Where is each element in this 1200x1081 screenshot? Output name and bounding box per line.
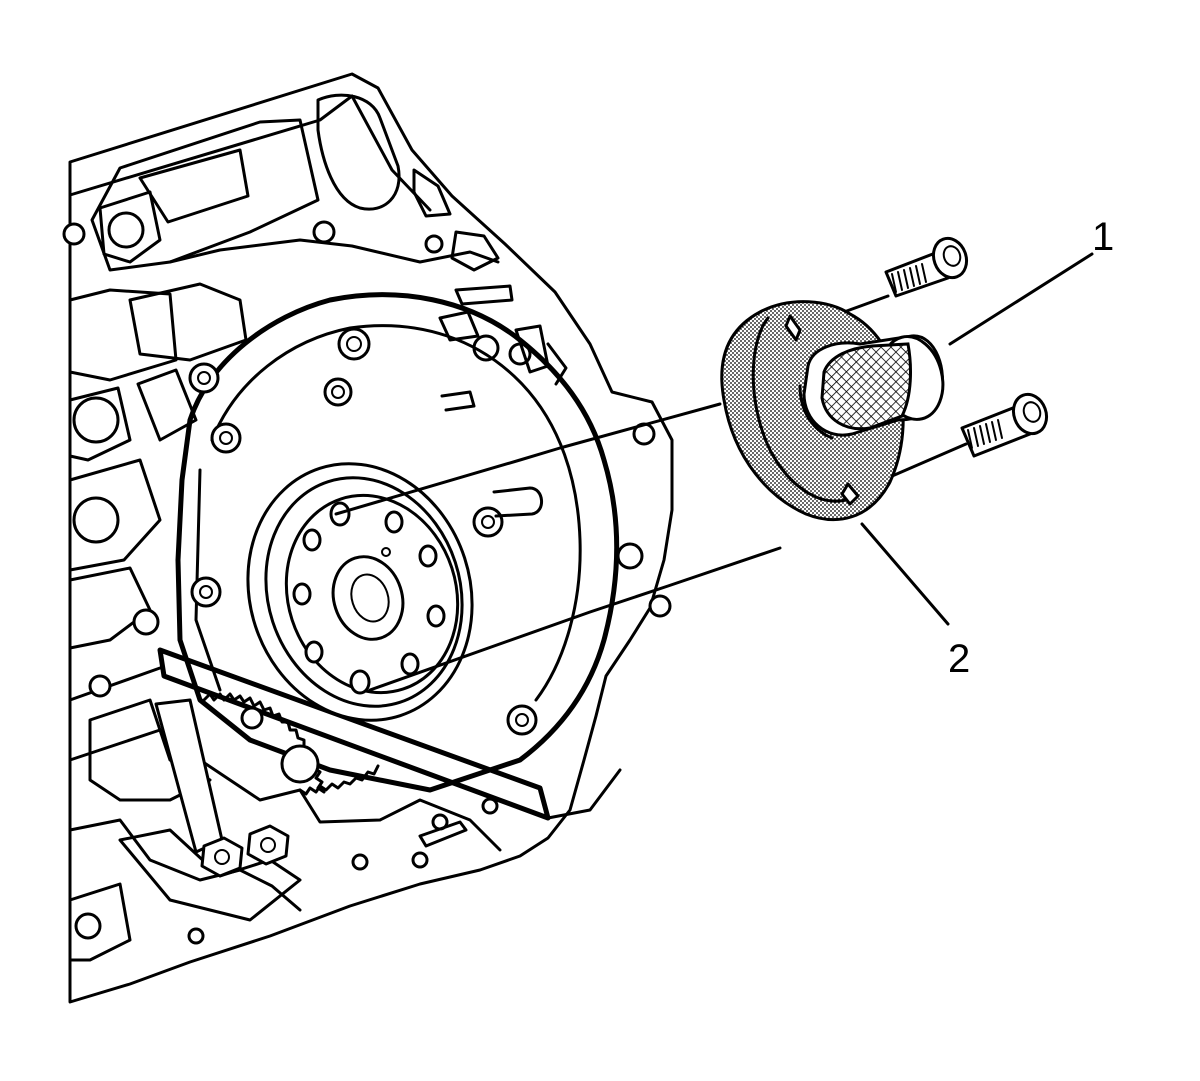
hex-nut: [200, 824, 290, 878]
callout-1: 1: [948, 215, 1114, 346]
rear-main-seal-lip: [264, 476, 464, 708]
bolt-hole: [351, 853, 369, 871]
cover-bolt: [337, 327, 371, 361]
callout-1-leader: [948, 252, 1094, 346]
deck-window: [98, 190, 162, 264]
flange-hole: [302, 528, 322, 552]
deck-rib: [90, 118, 320, 272]
installer-rim: [751, 316, 848, 503]
oil-pan-rail: [68, 666, 162, 702]
bolt-upper: [884, 236, 969, 298]
deck-rib: [168, 238, 500, 264]
bolt-hole: [411, 851, 429, 869]
bolt-socket: [1022, 401, 1042, 423]
rear-seal-installer-tool: [720, 300, 945, 522]
dowel: [440, 390, 476, 412]
bank-rib: [68, 386, 132, 462]
lower-crankcase: [68, 818, 302, 912]
bank-rib: [68, 458, 162, 572]
bolt-hole: [132, 608, 160, 636]
cover-bolt: [210, 422, 242, 454]
bolt-thread: [967, 419, 1003, 449]
bolt-hole: [240, 706, 264, 730]
cover-bolt: [506, 704, 538, 736]
flange-hole: [400, 652, 420, 676]
flange-hole: [304, 640, 324, 664]
bolt-hole: [616, 542, 644, 570]
flange-hole: [292, 582, 312, 606]
dowel: [492, 486, 543, 518]
cover-bolt: [190, 576, 222, 608]
installer-shoulder: [798, 384, 834, 440]
boss: [280, 744, 320, 784]
cover-bolt: [323, 377, 353, 407]
installer-notch: [840, 482, 860, 506]
rear-cover-inner: [210, 324, 582, 702]
boss: [74, 912, 102, 940]
guide-line-upper: [334, 402, 722, 516]
crankshaft-flange: [246, 462, 474, 722]
guide-line-lower: [368, 546, 782, 692]
oil-pan-rail: [546, 768, 622, 820]
flange-hole: [349, 669, 371, 695]
connecting-arm: [118, 828, 302, 922]
deck-rib: [438, 310, 480, 342]
cover-bolt: [188, 362, 220, 394]
alignment-pin: [381, 547, 391, 557]
bolt-socket: [942, 245, 962, 267]
bolt-hole: [312, 220, 336, 244]
installer-notch: [784, 314, 802, 342]
cylinder-bore: [72, 396, 120, 444]
rear-cover-plate: [175, 292, 620, 793]
callout-2-leader: [860, 522, 950, 626]
deck-rib: [450, 230, 500, 272]
deck-window: [412, 168, 452, 218]
bolt-hole: [648, 594, 672, 618]
cylinder-bore: [72, 496, 120, 544]
bolt-thread: [891, 263, 927, 293]
knurled-handle: [820, 342, 912, 431]
callout-2: 2: [860, 522, 970, 681]
pilot-bore-inner: [350, 573, 390, 623]
bolt-hole: [62, 222, 86, 246]
deck-rib: [454, 284, 514, 306]
bank-rib: [136, 368, 198, 442]
flange-hole: [418, 544, 438, 568]
bolt-hole: [187, 927, 205, 945]
callout-2-label: 2: [948, 637, 970, 681]
bolt-lower: [960, 392, 1049, 458]
lower-crankcase: [68, 882, 132, 962]
slot: [418, 820, 468, 848]
deck-rib: [138, 148, 250, 224]
bolt-hole: [481, 797, 499, 815]
bolt-hole: [88, 674, 112, 698]
oil-pump-gear: [298, 764, 380, 796]
bank-rib: [68, 288, 178, 382]
deck-window: [316, 93, 401, 211]
callout-1-label: 1: [1092, 215, 1114, 259]
bolt-hole: [107, 211, 145, 249]
bolt-hole: [424, 234, 444, 254]
cover-bolt: [472, 506, 504, 538]
flange-hole: [384, 510, 404, 534]
flange-hole: [426, 604, 446, 628]
